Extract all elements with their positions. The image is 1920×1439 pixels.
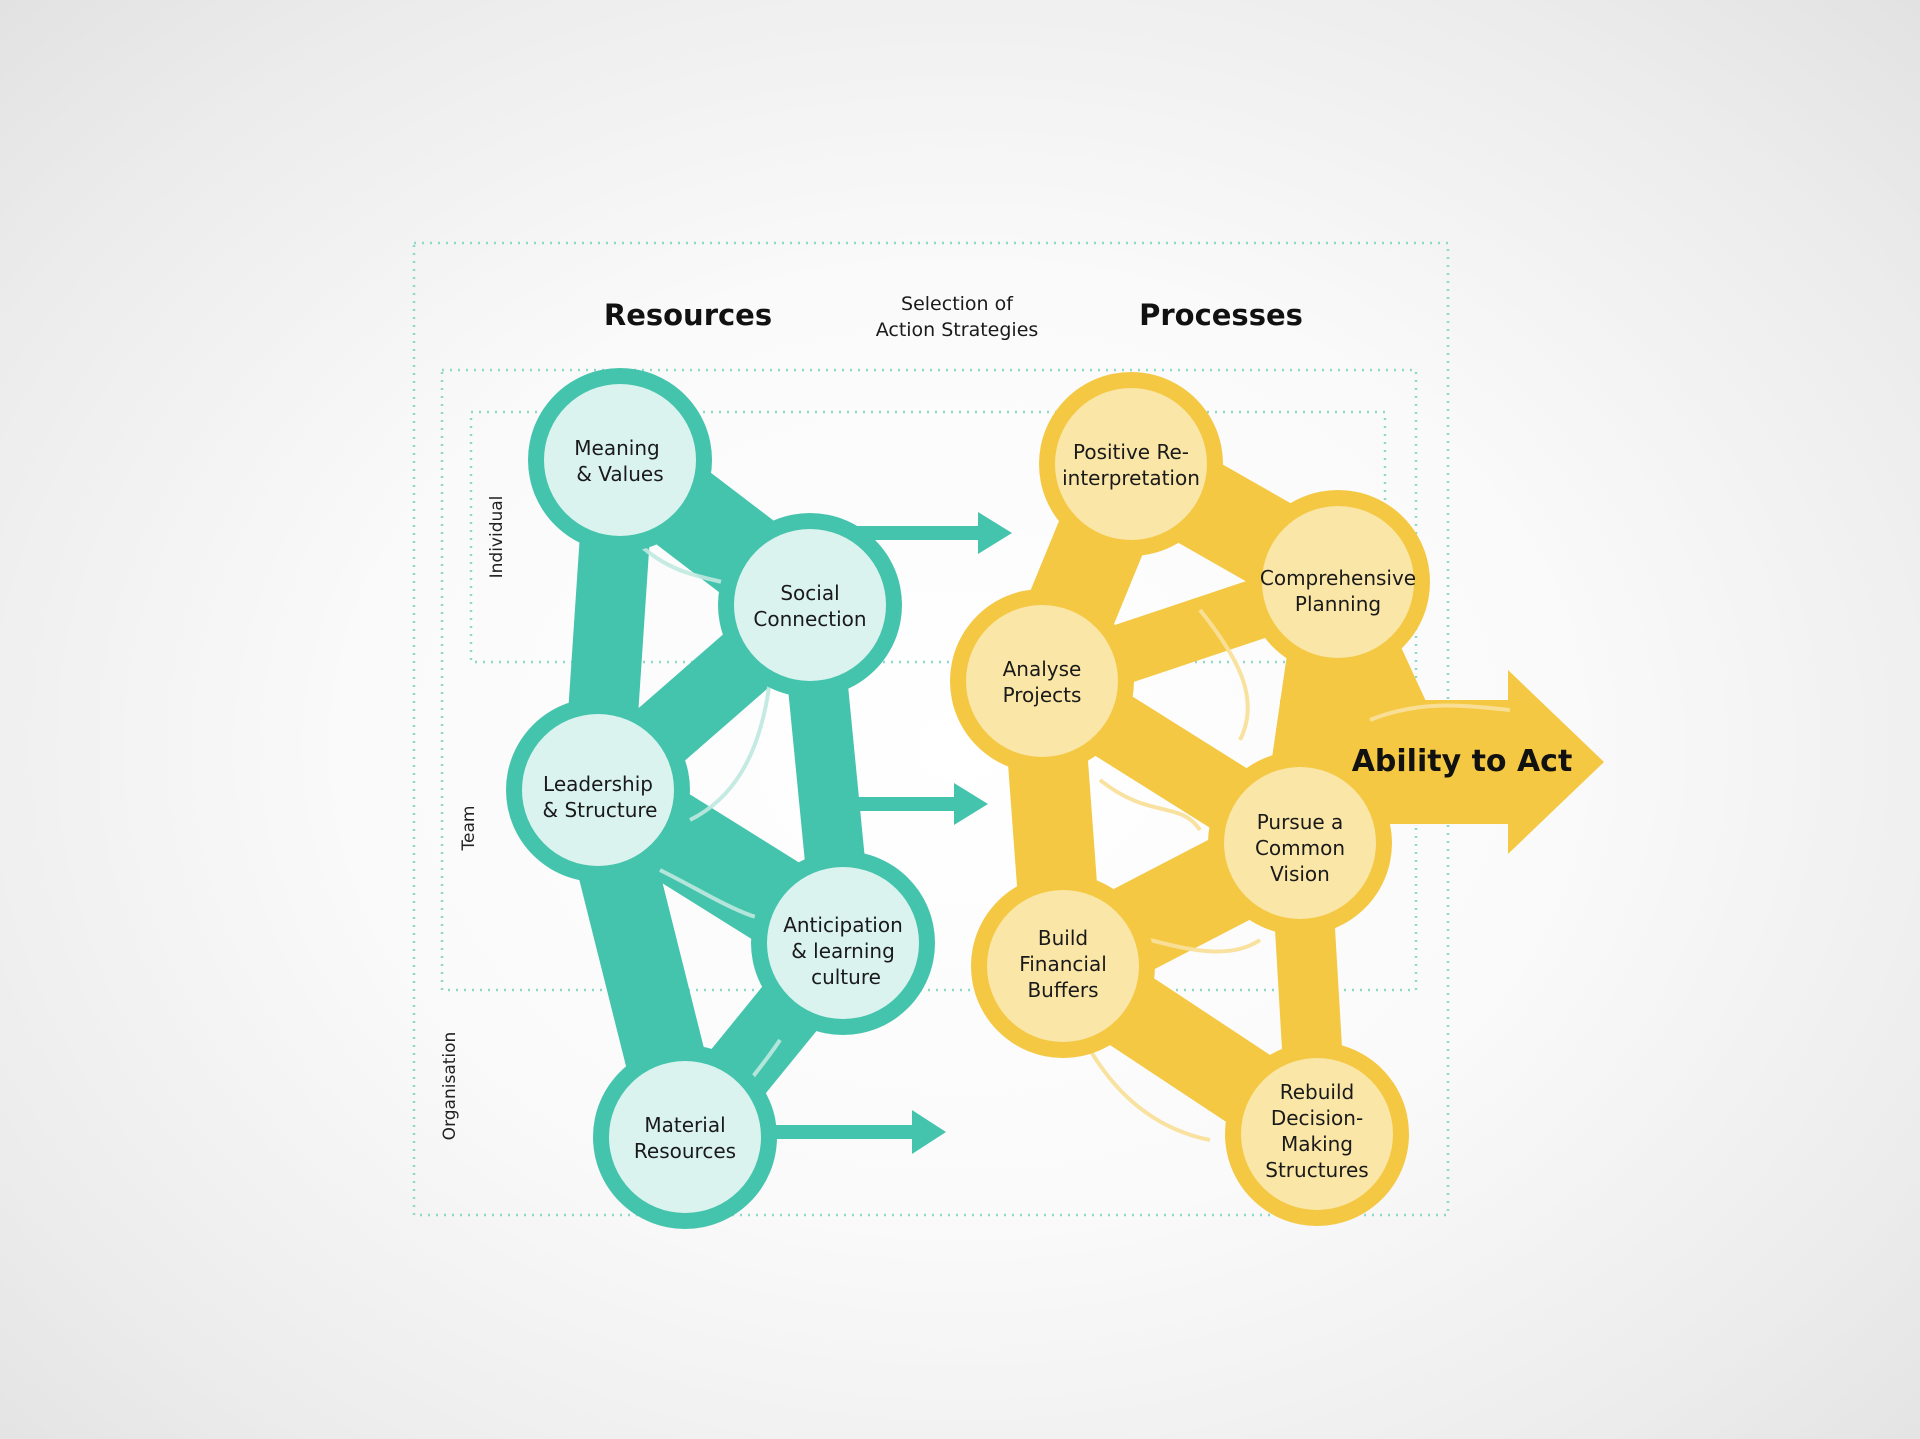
node-label: Positive Re- [1073,440,1189,464]
node-label: Projects [1003,683,1082,707]
team-frame [440,368,1418,992]
node-label: Making [1281,1132,1353,1156]
resources-network: Meaning & Values Social Connection Leade… [506,368,1012,1229]
level-label-individual: Individual [487,496,507,579]
node-label: Common [1255,836,1345,860]
heading-processes: Processes [1139,298,1303,332]
node-positive-reinterpretation [1055,388,1207,540]
node-label: interpretation [1062,466,1200,490]
level-label-team: Team [459,806,479,852]
node-material-resources [609,1061,761,1213]
node-label: Connection [753,607,866,631]
node-label: Anticipation [783,913,903,937]
node-meaning-values [544,384,696,536]
node-label: Rebuild [1280,1080,1354,1104]
node-label: Resources [634,1139,736,1163]
node-label: Pursue a [1257,810,1344,834]
node-label: Planning [1295,592,1381,616]
node-label: Leadership [543,772,653,796]
node-pursue-common-vision [1224,767,1376,919]
individual-frame [469,410,1387,664]
node-label: Vision [1270,862,1330,886]
node-social-connection [734,529,886,681]
node-label: & Values [576,462,663,486]
node-label: Comprehensive [1260,566,1416,590]
node-build-financial-buffers [987,890,1139,1042]
heading-resources: Resources [604,298,772,332]
node-label: Social [780,581,839,605]
node-label: culture [811,965,881,989]
node-label: & Structure [543,798,658,822]
node-label: Analyse [1003,657,1082,681]
teal-arrow-bottom [760,1110,946,1154]
node-label: Structures [1265,1158,1368,1182]
node-label: Decision- [1271,1106,1363,1130]
node-label: & learning [791,939,895,963]
level-label-organisation: Organisation [440,1032,460,1141]
outcome-label: Ability to Act [1352,744,1573,779]
node-anticipation-learning [767,867,919,1019]
heading-selection-line2: Action Strategies [876,319,1039,341]
teal-arrow-top [850,512,1012,554]
node-label: Financial [1019,952,1107,976]
processes-network: Positive Re- interpretation Comprehensiv… [950,372,1604,1226]
node-comprehensive-planning [1262,506,1414,658]
node-label: Meaning [574,436,659,460]
node-rebuild-decision-making [1241,1058,1393,1210]
node-label: Buffers [1027,978,1098,1002]
node-label: Build [1038,926,1088,950]
node-label: Material [644,1113,725,1137]
node-analyse-projects [966,605,1118,757]
heading-selection-line1: Selection of [901,293,1014,315]
teal-arrow-middle [830,783,988,825]
node-leadership-structure [522,714,674,866]
